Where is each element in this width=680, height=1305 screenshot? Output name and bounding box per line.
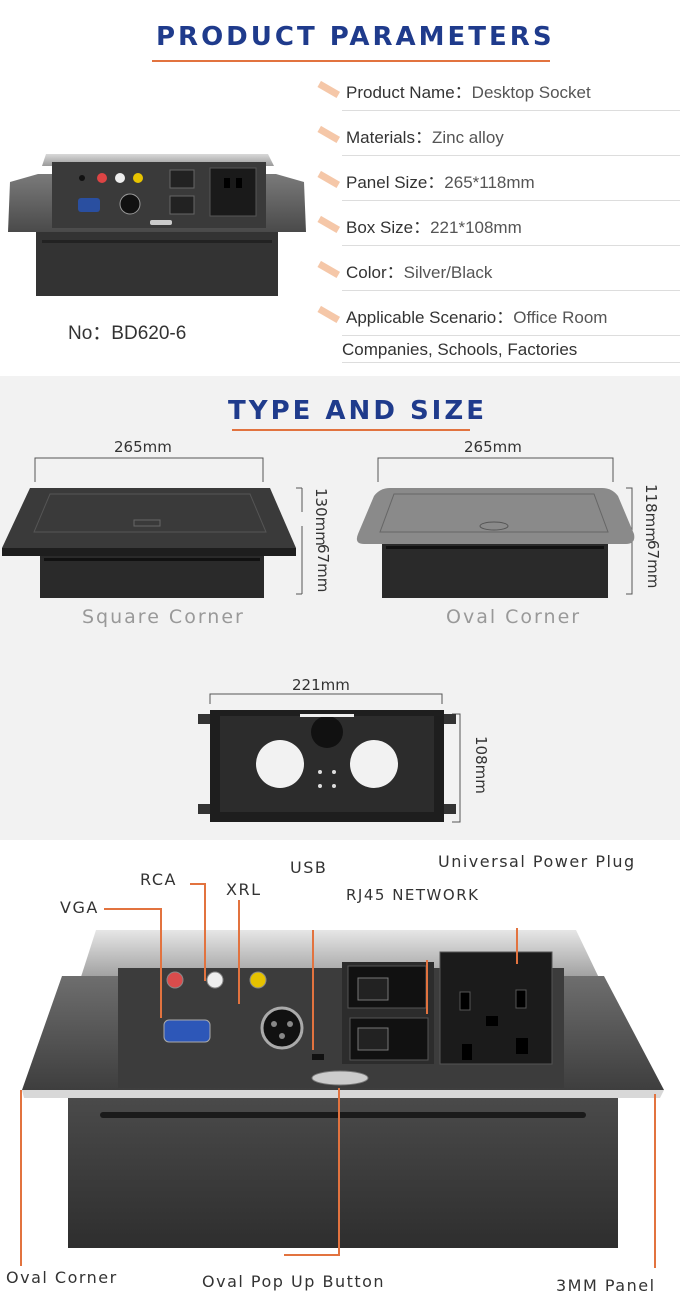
type-and-size-section: TYPE AND SIZE 265mm 130mm 67mm Square Co… xyxy=(0,376,680,840)
panel-leader xyxy=(654,1094,656,1268)
section-title-parameters: PRODUCT PARAMETERS xyxy=(156,22,555,52)
oval-height-label: 67mm xyxy=(644,540,662,589)
rca-label: RCA xyxy=(140,870,177,889)
model-value: BD620-6 xyxy=(111,323,187,344)
product-parameters-section: PRODUCT PARAMETERS No：BD620-6 Product Na… xyxy=(0,0,680,376)
param-row-box-size: Box Size：221*108mm xyxy=(312,201,680,246)
pencil-icon xyxy=(317,125,341,143)
oval-width-label: 265mm xyxy=(464,438,522,456)
oval-corner-leader xyxy=(20,1090,22,1266)
box-height-label: 108mm xyxy=(472,736,490,794)
socket-closeup-image xyxy=(22,930,664,1248)
square-corner-caption: Square Corner xyxy=(82,606,245,628)
universal-power-plug-label: Universal Power Plug xyxy=(438,852,636,871)
usb-label: USB xyxy=(290,858,328,877)
param-label: Applicable Scenario： xyxy=(346,308,514,327)
param-value: Desktop Socket xyxy=(471,83,591,102)
mounting-box-image xyxy=(198,693,461,823)
pencil-icon xyxy=(317,305,341,323)
square-depth-label: 130mm xyxy=(312,488,330,546)
oval-depth-label: 118mm xyxy=(642,484,660,542)
rca-leader xyxy=(190,883,204,885)
oval-corner-label: Oval Corner xyxy=(6,1268,118,1287)
square-height-label: 67mm xyxy=(314,544,332,593)
rj45-network-label: RJ45 NETWORK xyxy=(346,886,480,904)
pencil-icon xyxy=(317,80,341,98)
desktop-socket-image xyxy=(8,154,306,296)
box-width-label: 221mm xyxy=(292,676,350,694)
title-underline xyxy=(152,60,550,62)
param-label: Materials： xyxy=(346,128,432,147)
param-row-materials: Materials：Zinc alloy xyxy=(312,111,680,156)
divider xyxy=(342,362,680,363)
param-label: Product Name： xyxy=(346,83,472,102)
rj45-leader xyxy=(426,960,428,1014)
param-value: Office Room xyxy=(513,308,608,327)
section-title-size: TYPE AND SIZE xyxy=(228,396,487,426)
param-value: 265*118mm xyxy=(444,173,535,192)
param-label: Box Size： xyxy=(346,218,431,237)
param-label: Panel Size： xyxy=(346,173,445,192)
vga-leader xyxy=(104,908,160,910)
pencil-icon xyxy=(317,215,341,233)
param-label: Color： xyxy=(346,263,404,282)
oval-button-leader xyxy=(338,1088,340,1256)
model-number: No：BD620-6 xyxy=(68,318,186,345)
param-value: Silver/Black xyxy=(403,263,493,282)
square-width-label: 265mm xyxy=(114,438,172,456)
oval-corner-socket-image xyxy=(356,457,635,598)
param-value: Zinc alloy xyxy=(431,128,504,147)
xrl-leader xyxy=(238,900,240,1004)
param-row-color: Color：Silver/Black xyxy=(312,246,680,291)
title-underline xyxy=(232,429,470,431)
param-row-panel-size: Panel Size：265*118mm xyxy=(312,156,680,201)
oval-corner-caption: Oval Corner xyxy=(446,606,582,628)
pencil-icon xyxy=(317,170,341,188)
scenario-extra: Companies, Schools, Factories xyxy=(342,340,578,359)
param-row-scenario: Applicable Scenario：Office Room xyxy=(312,291,680,336)
xrl-label: XRL xyxy=(226,880,262,899)
rca-leader xyxy=(204,883,206,981)
power-leader xyxy=(516,928,518,964)
oval-button-leader xyxy=(284,1254,340,1256)
vga-label: VGA xyxy=(60,898,99,917)
3mm-panel-label: 3MM Panel xyxy=(556,1276,656,1295)
vga-leader xyxy=(160,908,162,1018)
oval-pop-up-button-label: Oval Pop Up Button xyxy=(202,1272,386,1291)
param-row-product-name: Product Name：Desktop Socket xyxy=(312,66,680,111)
model-label: No： xyxy=(68,323,112,344)
param-value: 221*108mm xyxy=(430,218,522,237)
pencil-icon xyxy=(317,260,341,278)
features-section: USB Universal Power Plug RCA XRL RJ45 NE… xyxy=(0,840,680,1305)
usb-leader xyxy=(312,930,314,1050)
square-corner-socket-image xyxy=(2,457,303,598)
